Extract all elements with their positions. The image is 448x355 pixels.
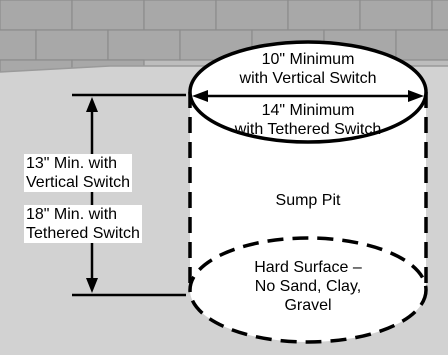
depth-dimension (72, 93, 186, 297)
floor-edge (0, 65, 111, 73)
top-minimum-line1: 10" Minimum (261, 51, 355, 68)
depth-vertical-label: 13" Min. with Vertical Switch (24, 154, 133, 192)
diameter-minimum-line2: with Tethered Switch (234, 121, 382, 138)
depth-vertical-line1: 13" Min. with (26, 155, 118, 172)
diameter-minimum-label: 14" Minimum with Tethered Switch (208, 101, 408, 139)
hard-surface-line3: Gravel (284, 297, 332, 314)
hard-surface-label: Hard Surface – No Sand, Clay, Gravel (218, 258, 398, 315)
depth-vertical-line2: Vertical Switch (26, 174, 131, 191)
depth-tethered-line2: Tethered Switch (26, 225, 140, 242)
diameter-minimum-line1: 14" Minimum (261, 102, 355, 119)
pit-bottom-ellipse (188, 236, 428, 344)
depth-tethered-line1: 18" Min. with (26, 206, 118, 223)
depth-tethered-label: 18" Min. with Tethered Switch (24, 205, 142, 243)
diameter-arrow (192, 90, 424, 102)
hard-surface-line1: Hard Surface – (254, 259, 362, 276)
sump-pit-label: Sump Pit (275, 192, 341, 209)
hard-surface-line2: No Sand, Clay, (254, 278, 362, 295)
top-minimum-label: 10" Minimum with Vertical Switch (208, 50, 408, 88)
pit-top-ellipse (188, 40, 428, 144)
top-minimum-line2: with Vertical Switch (239, 70, 377, 87)
